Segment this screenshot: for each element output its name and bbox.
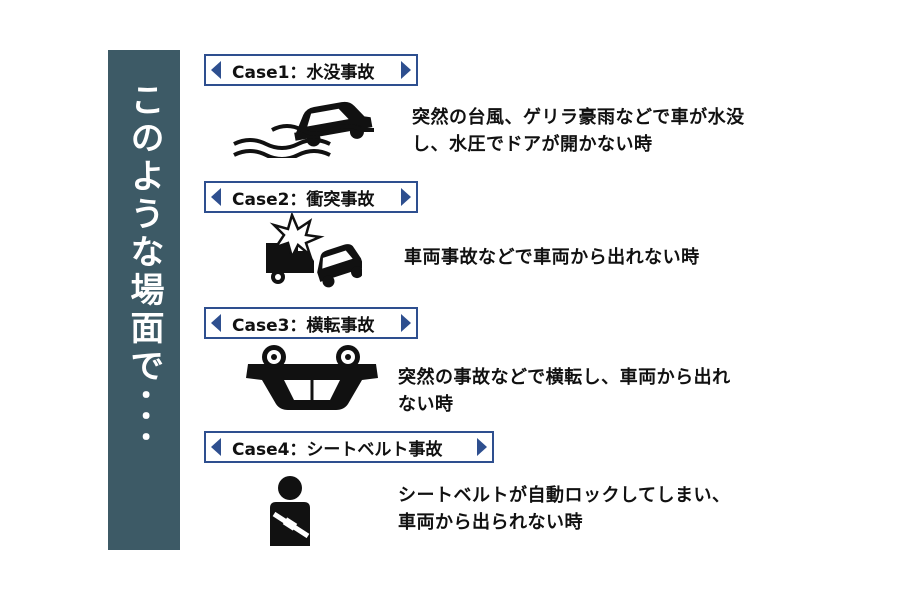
left-arrow-icon xyxy=(211,188,221,206)
case-label-1: Case1：水没事故 xyxy=(204,54,418,86)
left-arrow-icon xyxy=(211,314,221,332)
case-label-text: Case1：水没事故 xyxy=(232,62,375,83)
right-arrow-icon xyxy=(401,61,411,79)
case-label-text: Case2：衝突事故 xyxy=(232,189,375,210)
case-description-3: 突然の事故などで横転し、車両から出れ ない時 xyxy=(398,367,731,415)
side-title: このような場面で･･･ xyxy=(124,82,164,449)
left-arrow-icon xyxy=(211,438,221,456)
car-collision-icon xyxy=(266,213,362,288)
side-banner: このような場面で･･･ xyxy=(108,50,180,550)
right-arrow-icon xyxy=(401,188,411,206)
right-arrow-icon xyxy=(401,314,411,332)
case-label-text: Case4：シートベルト事故 xyxy=(232,439,443,460)
case-description-4: シートベルトが自動ロックしてしまい、 車両から出られない時 xyxy=(398,485,731,533)
case-label-text: Case3：横転事故 xyxy=(232,315,375,336)
seatbelt-icon xyxy=(270,476,310,546)
case-description-1: 突然の台風、ゲリラ豪雨などで車が水没 し、水圧でドアが開かない時 xyxy=(412,107,745,155)
case-label-3: Case3：横転事故 xyxy=(204,307,418,339)
right-arrow-icon xyxy=(477,438,487,456)
car-submerged-icon xyxy=(233,101,374,158)
car-overturned-icon xyxy=(246,345,378,410)
case-description-2: 車両事故などで車両から出れない時 xyxy=(404,247,700,268)
left-arrow-icon xyxy=(211,61,221,79)
case-label-4: Case4：シートベルト事故 xyxy=(204,431,494,463)
case-label-2: Case2：衝突事故 xyxy=(204,181,418,213)
